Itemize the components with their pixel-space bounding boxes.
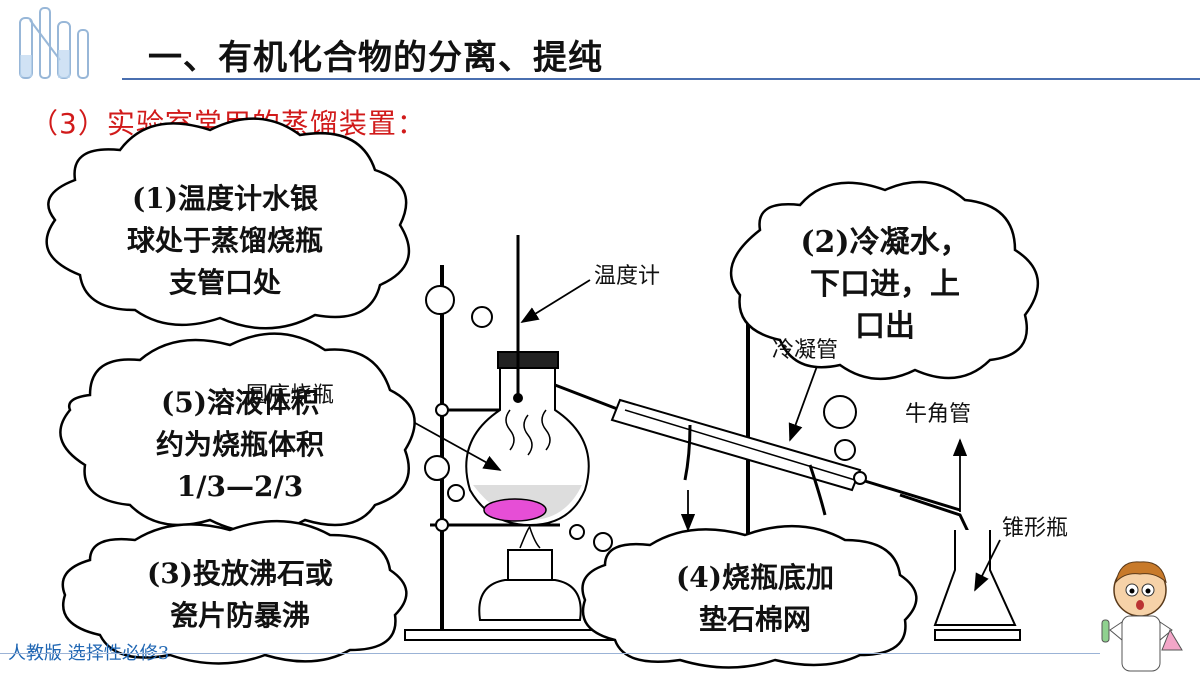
cloud-boiling-chips: (3)投放沸石或 瓷片防暴沸 <box>95 553 385 637</box>
cloud-3-line-3: 1/3—2/3 <box>176 470 304 503</box>
cloud-shape-5 <box>581 524 918 669</box>
lab-glassware-icon <box>19 7 89 79</box>
cloud-shape-1 <box>45 117 411 330</box>
cloud-3-line-1: (5)溶液体积 <box>161 386 319 419</box>
cloud-shape-4 <box>61 519 408 665</box>
cloud-shape-3 <box>59 332 416 534</box>
cloud-2-line-2: 下口进，上 <box>810 267 960 302</box>
cloud-4-line-1: (3)投放沸石或 <box>147 557 333 590</box>
cloud-5-line-2: 垫石棉网 <box>698 603 811 636</box>
stand-base-flask <box>934 629 1021 641</box>
label-adapter: 牛角管 <box>905 402 972 427</box>
cloud-asbestos-gauze: (4)烧瓶底加 垫石棉网 <box>620 557 890 641</box>
cloud-5-line-1: (4)烧瓶底加 <box>676 561 834 594</box>
cloud-4-line-2: 瓷片防暴沸 <box>169 599 310 632</box>
cloud-1-line-1: (1)温度计水银 <box>132 182 318 215</box>
label-condenser: 冷凝管 <box>772 338 839 363</box>
edition-footer: 人教版 选择性必修3 <box>8 643 170 664</box>
title-divider <box>122 78 1200 80</box>
cloud-2-line-1: (2)冷凝水， <box>800 225 970 260</box>
cloud-3-line-2: 约为烧瓶体积 <box>155 428 324 461</box>
boiling-chip-marker <box>483 498 547 522</box>
label-thermometer: 温度计 <box>594 264 661 289</box>
cloud-shape-2 <box>729 180 1040 381</box>
footer-divider <box>0 653 1100 654</box>
label-round-bottom-flask: 圆底烧瓶 <box>246 383 335 408</box>
cloud-thermometer-position: (1)温度计水银 球处于蒸馏烧瓶 支管口处 <box>80 178 370 304</box>
cloud-1-line-3: 支管口处 <box>168 266 281 299</box>
cloud-2-line-3: 口出 <box>855 309 915 344</box>
page-title: 一、有机化合物的分离、提纯 <box>148 38 603 78</box>
cloud-solution-volume: (5)溶液体积 约为烧瓶体积 1/3—2/3 <box>95 382 385 508</box>
cloud-1-line-2: 球处于蒸馏烧瓶 <box>126 224 323 257</box>
label-conical-flask: 锥形瓶 <box>1002 516 1069 541</box>
cloud-cooling-water: (2)冷凝水， 下口进，上 口出 <box>770 222 1000 348</box>
